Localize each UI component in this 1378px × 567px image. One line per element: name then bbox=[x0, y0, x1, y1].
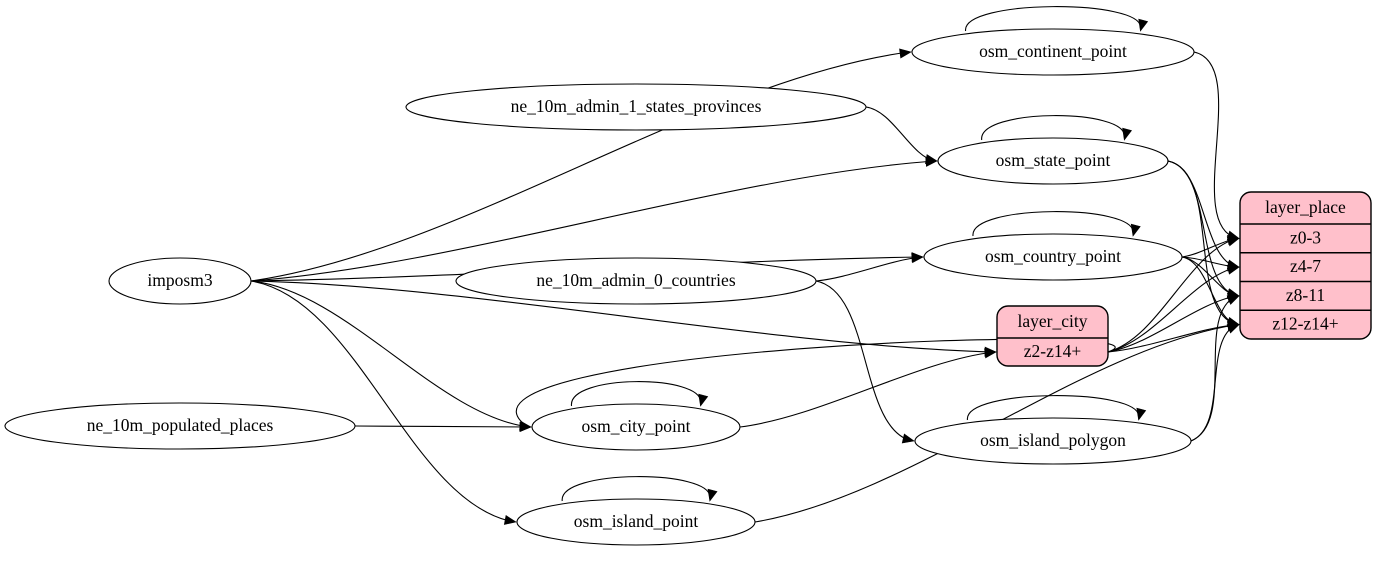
node-osm_country_point[interactable]: osm_country_point bbox=[923, 233, 1183, 281]
node-label-osm_state_point: osm_state_point bbox=[996, 150, 1111, 170]
edge-osm_city_point-to-osm_city_point bbox=[570, 381, 709, 407]
record-row-label-layer_place-z8-11[interactable]: z8-11 bbox=[1286, 285, 1325, 305]
node-label-osm_island_point: osm_island_point bbox=[574, 511, 699, 531]
record-row-label-layer_place-z12[interactable]: z12-z14+ bbox=[1272, 314, 1338, 334]
node-shape-osm_city_point bbox=[531, 403, 741, 451]
node-osm_island_polygon[interactable]: osm_island_polygon bbox=[914, 417, 1192, 465]
edge-osm_island_point-to-osm_island_point bbox=[561, 476, 718, 502]
node-label-osm_island_polygon: osm_island_polygon bbox=[980, 430, 1126, 450]
edge-osm_island_polygon-to-osm_island_polygon bbox=[966, 395, 1147, 421]
edge-osm_island_polygon-to-layer_place-z8-11 bbox=[1190, 295, 1240, 442]
edge-layer_city-z2-to-layer_place-z4-7 bbox=[1107, 264, 1240, 353]
node-shape-ne_10m_admin_1_states_provinces bbox=[405, 83, 867, 131]
edge-layer_city-z2-to-layer_place-z12 bbox=[1107, 320, 1240, 353]
record-row-label-layer_place-header[interactable]: layer_place bbox=[1265, 197, 1346, 217]
record-node-layer_place[interactable]: layer_place z0-3 z4-7 z8-11 z12-z14+ bbox=[1239, 191, 1372, 340]
node-label-ne_10m_admin_0_countries: ne_10m_admin_0_countries bbox=[536, 270, 735, 290]
node-label-osm_continent_point: osm_continent_point bbox=[979, 41, 1127, 61]
node-osm_continent_point[interactable]: osm_continent_point bbox=[911, 28, 1195, 76]
edge-osm_city_point-to-layer_city-z2 bbox=[739, 348, 997, 428]
edge-imposm3-to-osm_city_point bbox=[250, 280, 532, 431]
record-row-label-layer_place-z4-7[interactable]: z4-7 bbox=[1290, 256, 1321, 276]
node-label-osm_city_point: osm_city_point bbox=[582, 416, 691, 436]
edges-layer bbox=[250, 6, 1240, 525]
edge-ne_10m_admin_0_countries-to-osm_island_polygon bbox=[815, 280, 915, 444]
node-shape-ne_10m_populated_places bbox=[4, 402, 356, 450]
node-shape-osm_island_polygon bbox=[914, 417, 1192, 465]
node-ne_10m_admin_0_countries[interactable]: ne_10m_admin_0_countries bbox=[455, 257, 817, 305]
node-shape-osm_island_point bbox=[516, 498, 756, 546]
node-osm_state_point[interactable]: osm_state_point bbox=[937, 137, 1169, 185]
node-shape-osm_continent_point bbox=[911, 28, 1195, 76]
node-osm_city_point[interactable]: osm_city_point bbox=[531, 403, 741, 451]
edge-osm_state_point-to-osm_state_point bbox=[981, 115, 1133, 141]
record-row-label-layer_place-z0-3[interactable]: z0-3 bbox=[1290, 227, 1321, 247]
record-row-label-layer_city-z2[interactable]: z2-z14+ bbox=[1024, 341, 1082, 361]
edge-ne_10m_populated_places-to-osm_city_point bbox=[354, 421, 532, 433]
edge-ne_10m_admin_0_countries-to-osm_country_point bbox=[815, 253, 924, 282]
record-box-layer_city bbox=[996, 305, 1109, 367]
record-box-layer_place bbox=[1239, 191, 1372, 340]
edge-osm_country_point-to-osm_country_point bbox=[972, 211, 1141, 237]
edge-layer_city-z2-to-layer_place-z0-3 bbox=[1107, 236, 1240, 353]
node-label-ne_10m_admin_1_states_provinces: ne_10m_admin_1_states_provinces bbox=[511, 96, 762, 116]
edge-osm_continent_point-to-osm_continent_point bbox=[965, 6, 1149, 32]
edge-imposm3-to-osm_island_point bbox=[250, 280, 517, 525]
node-label-imposm3: imposm3 bbox=[147, 270, 212, 290]
node-imposm3[interactable]: imposm3 bbox=[108, 257, 252, 305]
node-shape-osm_state_point bbox=[937, 137, 1169, 185]
nodes-layer: imposm3 ne_10m_admin_1_states_provincesne… bbox=[4, 28, 1372, 546]
edge-osm_island_polygon-to-layer_place-z12 bbox=[1190, 324, 1240, 442]
node-label-osm_country_point: osm_country_point bbox=[985, 246, 1121, 266]
node-ne_10m_admin_1_states_provinces[interactable]: ne_10m_admin_1_states_provinces bbox=[405, 83, 867, 131]
record-row-label-layer_city-header[interactable]: layer_city bbox=[1018, 311, 1088, 331]
node-shape-osm_country_point bbox=[923, 233, 1183, 281]
node-osm_island_point[interactable]: osm_island_point bbox=[516, 498, 756, 546]
node-shape-ne_10m_admin_0_countries bbox=[455, 257, 817, 305]
node-ne_10m_populated_places[interactable]: ne_10m_populated_places bbox=[4, 402, 356, 450]
record-node-layer_city[interactable]: layer_city z2-z14+ bbox=[996, 305, 1109, 367]
edge-imposm3-to-osm_continent_point bbox=[250, 48, 912, 282]
node-label-ne_10m_populated_places: ne_10m_populated_places bbox=[87, 415, 274, 435]
node-shape-imposm3 bbox=[108, 257, 252, 305]
edge-ne_10m_admin_1_states_provinces-to-osm_state_point bbox=[865, 106, 938, 164]
